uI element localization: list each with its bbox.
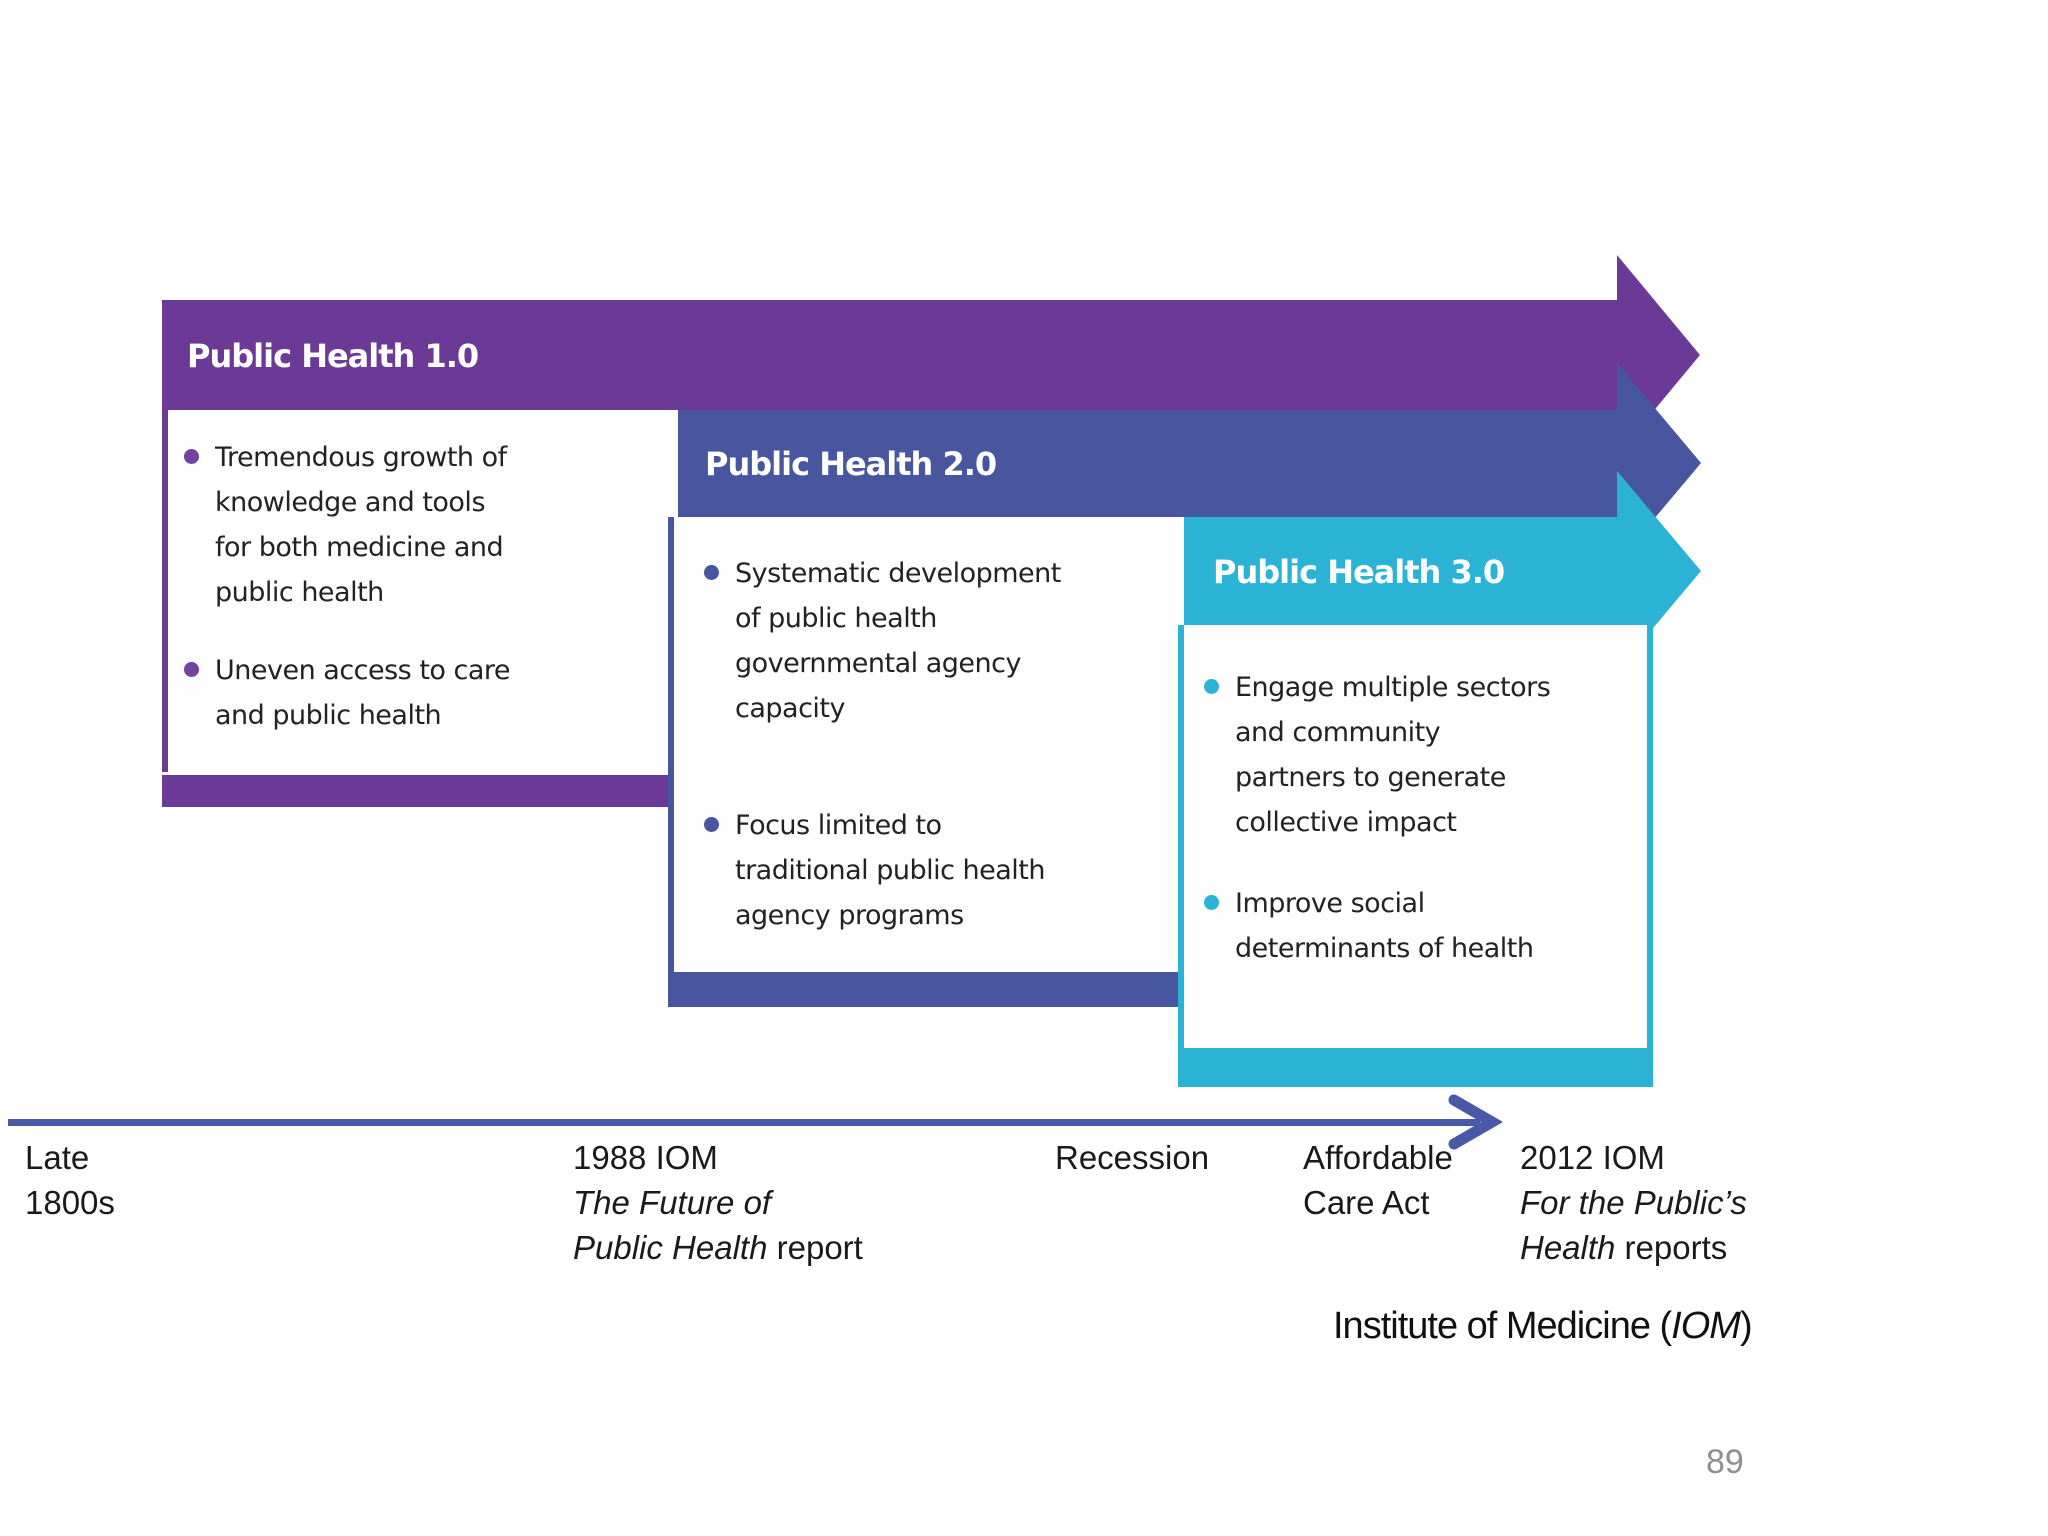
timeline-label-line: 2012 IOM [1520,1135,1747,1180]
timeline-label-line: Recession [1055,1135,1209,1180]
ph1-bottom-strip [162,775,668,807]
timeline-label-line: For the Public’s [1520,1180,1747,1225]
ph2-bullet-list: Systematic development of public health … [704,551,1164,938]
text-segment: report [767,1229,863,1266]
list-item: Focus limited to traditional public heal… [704,803,1164,938]
ph1-title: Public Health 1.0 [187,337,479,375]
bullet-text: Engage multiple sectors and community pa… [1235,672,1551,838]
text-segment: The Future of [573,1184,772,1221]
timeline-label-line: The Future of [573,1180,863,1225]
text-segment: reports [1615,1229,1728,1266]
text-segment: For the Public’s [1520,1184,1747,1221]
list-item: Improve social determinants of health [1204,881,1634,971]
ph3-bullet-list: Engage multiple sectors and community pa… [1204,665,1634,971]
text-segment: Public Health [573,1229,768,1266]
bullet-dot-icon [1204,895,1219,910]
ph2-bottom-strip [668,972,1184,1007]
bullet-dot-icon [184,662,199,677]
text-segment: IOM [1671,1305,1741,1347]
bullet-dot-icon [704,565,719,580]
timeline-label-line: Public Health report [573,1225,863,1270]
text-segment: Care Act [1303,1184,1430,1221]
bullet-text: Tremendous growth of knowledge and tools… [215,442,507,608]
ph2-title: Public Health 2.0 [705,445,997,483]
ph1-content-box [162,410,668,772]
text-segment: 1800s [25,1184,115,1221]
ph2-content-box [668,517,1184,972]
ph3-content-box [1178,625,1653,1048]
timeline-label: Recession [1055,1135,1209,1180]
text-segment: Institute of Medicine ( [1333,1305,1672,1347]
ph2-arrow-body [678,410,1617,517]
bullet-text: Improve social determinants of health [1235,888,1534,964]
bullet-dot-icon [1204,679,1219,694]
text-segment: 1988 IOM [573,1139,718,1176]
timeline-label-line: 1800s [25,1180,115,1225]
bullet-dot-icon [704,817,719,832]
caption: Institute of Medicine (IOM) [1333,1305,1753,1348]
timeline-label: Late 1800s [25,1135,115,1225]
list-item: Systematic development of public health … [704,551,1164,731]
text-segment: Late [25,1139,90,1176]
ph3-title: Public Health 3.0 [1213,553,1505,591]
timeline-arrowhead-icon [1448,1094,1502,1150]
text-segment: Affordable [1303,1139,1453,1176]
ph3-arrow-body [1178,517,1617,625]
timeline-label-line: Care Act [1303,1180,1453,1225]
bullet-dot-icon [184,449,199,464]
text-segment: Recession [1055,1139,1210,1176]
bullet-text: Systematic development of public health … [735,558,1061,724]
timeline-label-line: Late [25,1135,115,1180]
bullet-text: Focus limited to traditional public heal… [735,810,1046,931]
ph1-bullet-list: Tremendous growth of knowledge and tools… [184,435,644,738]
text-segment: 2012 IOM [1520,1139,1665,1176]
list-item: Tremendous growth of knowledge and tools… [184,435,644,615]
timeline-axis [8,1119,1480,1126]
page-number: 89 [1706,1443,1744,1481]
timeline-label-line: 1988 IOM [573,1135,863,1180]
text-segment: ) [1739,1305,1753,1347]
ph1-arrow-body [162,300,1617,410]
text-segment: Health [1520,1229,1616,1266]
timeline-label-line: Health reports [1520,1225,1747,1270]
ph3-bottom-strip [1178,1048,1653,1087]
timeline-label: 1988 IOM The Future of Public Health repor… [573,1135,863,1270]
list-item: Engage multiple sectors and community pa… [1204,665,1634,845]
timeline-label-line: Affordable [1303,1135,1453,1180]
bullet-text: Uneven access to care and public health [215,655,511,731]
list-item: Uneven access to care and public health [184,648,644,738]
